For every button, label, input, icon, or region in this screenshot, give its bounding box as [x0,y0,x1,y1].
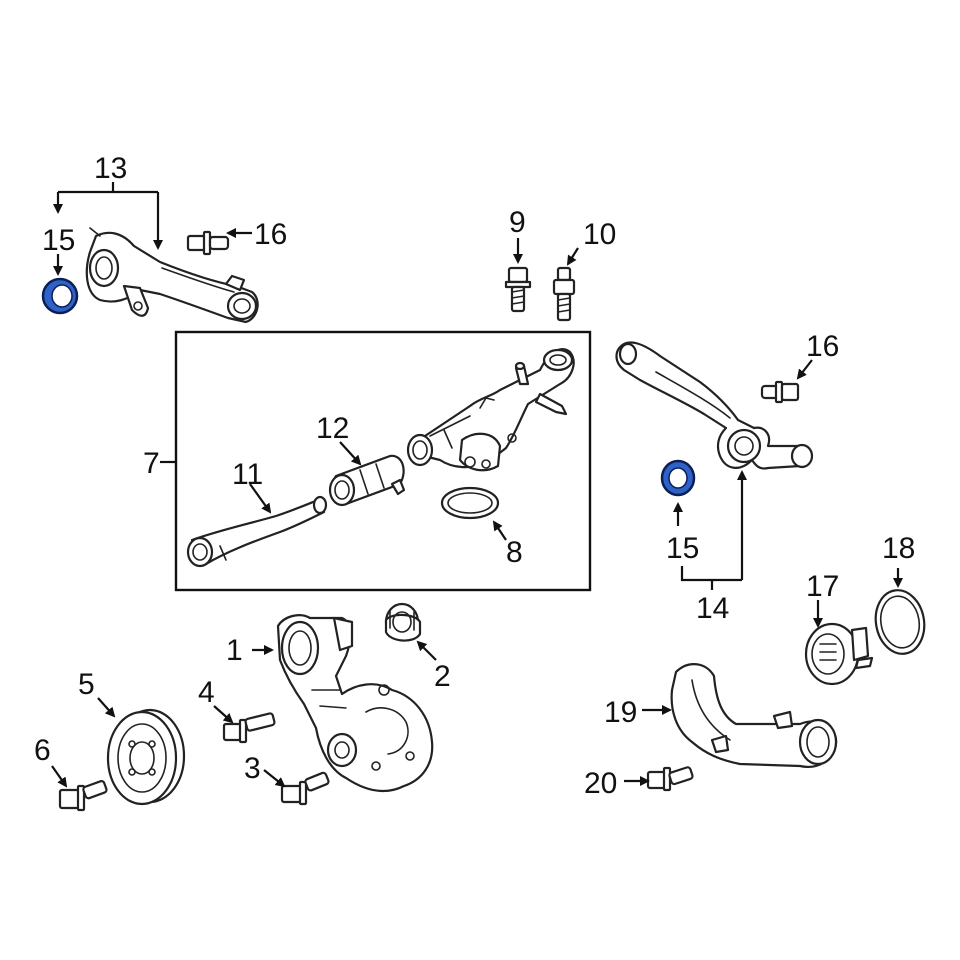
part-17-thermostat[interactable] [804,622,874,686]
callout-13: 13 [94,152,127,185]
callout-19: 19 [604,696,637,729]
callout-6: 6 [34,734,51,767]
part-7-thermostat-housing[interactable] [406,348,575,472]
callout-9: 9 [509,206,526,239]
part-14-coolant-pipe[interactable] [615,341,814,470]
callout-15-right: 15 [666,532,699,565]
part-13-coolant-pipe[interactable] [85,227,259,324]
callout-8: 8 [506,536,523,569]
part-15-seal-left[interactable] [41,277,79,315]
callout-11: 11 [232,458,263,491]
part-10-stud[interactable] [552,266,576,322]
callout-15-left: 15 [42,224,75,257]
callout-16-right: 16 [806,330,839,363]
part-9-bolt[interactable] [504,266,532,313]
callout-4: 4 [198,676,215,709]
callout-17: 17 [806,570,839,603]
part-18-gasket[interactable] [871,586,929,657]
part-3-bolt[interactable] [280,771,330,806]
callout-18: 18 [882,532,915,565]
callout-20: 20 [584,767,617,800]
callout-2: 2 [434,660,451,693]
part-1-water-pump[interactable] [276,614,434,793]
callout-7: 7 [143,447,160,480]
part-15-seal-right[interactable] [660,459,696,497]
part-19-outlet-pipe[interactable] [670,663,838,768]
part-16-bolt-upper[interactable] [186,230,230,256]
part-16-bolt-right[interactable] [760,380,800,404]
part-4-bolt[interactable] [222,712,276,744]
callout-1: 1 [226,634,243,667]
part-6-bolt[interactable] [58,780,108,812]
callout-5: 5 [78,668,95,701]
callout-3: 3 [244,752,261,785]
part-12-coupling[interactable] [328,454,406,507]
part-2-grommet[interactable] [384,602,422,642]
part-11-pipe[interactable] [186,495,328,568]
callout-10: 10 [583,218,616,251]
part-20-bolt[interactable] [646,766,694,792]
part-5-pulley[interactable] [106,708,186,806]
part-8-o-ring[interactable] [440,486,500,520]
callout-12: 12 [316,412,349,445]
callout-16-upper: 16 [254,218,287,251]
callout-14: 14 [696,592,729,625]
